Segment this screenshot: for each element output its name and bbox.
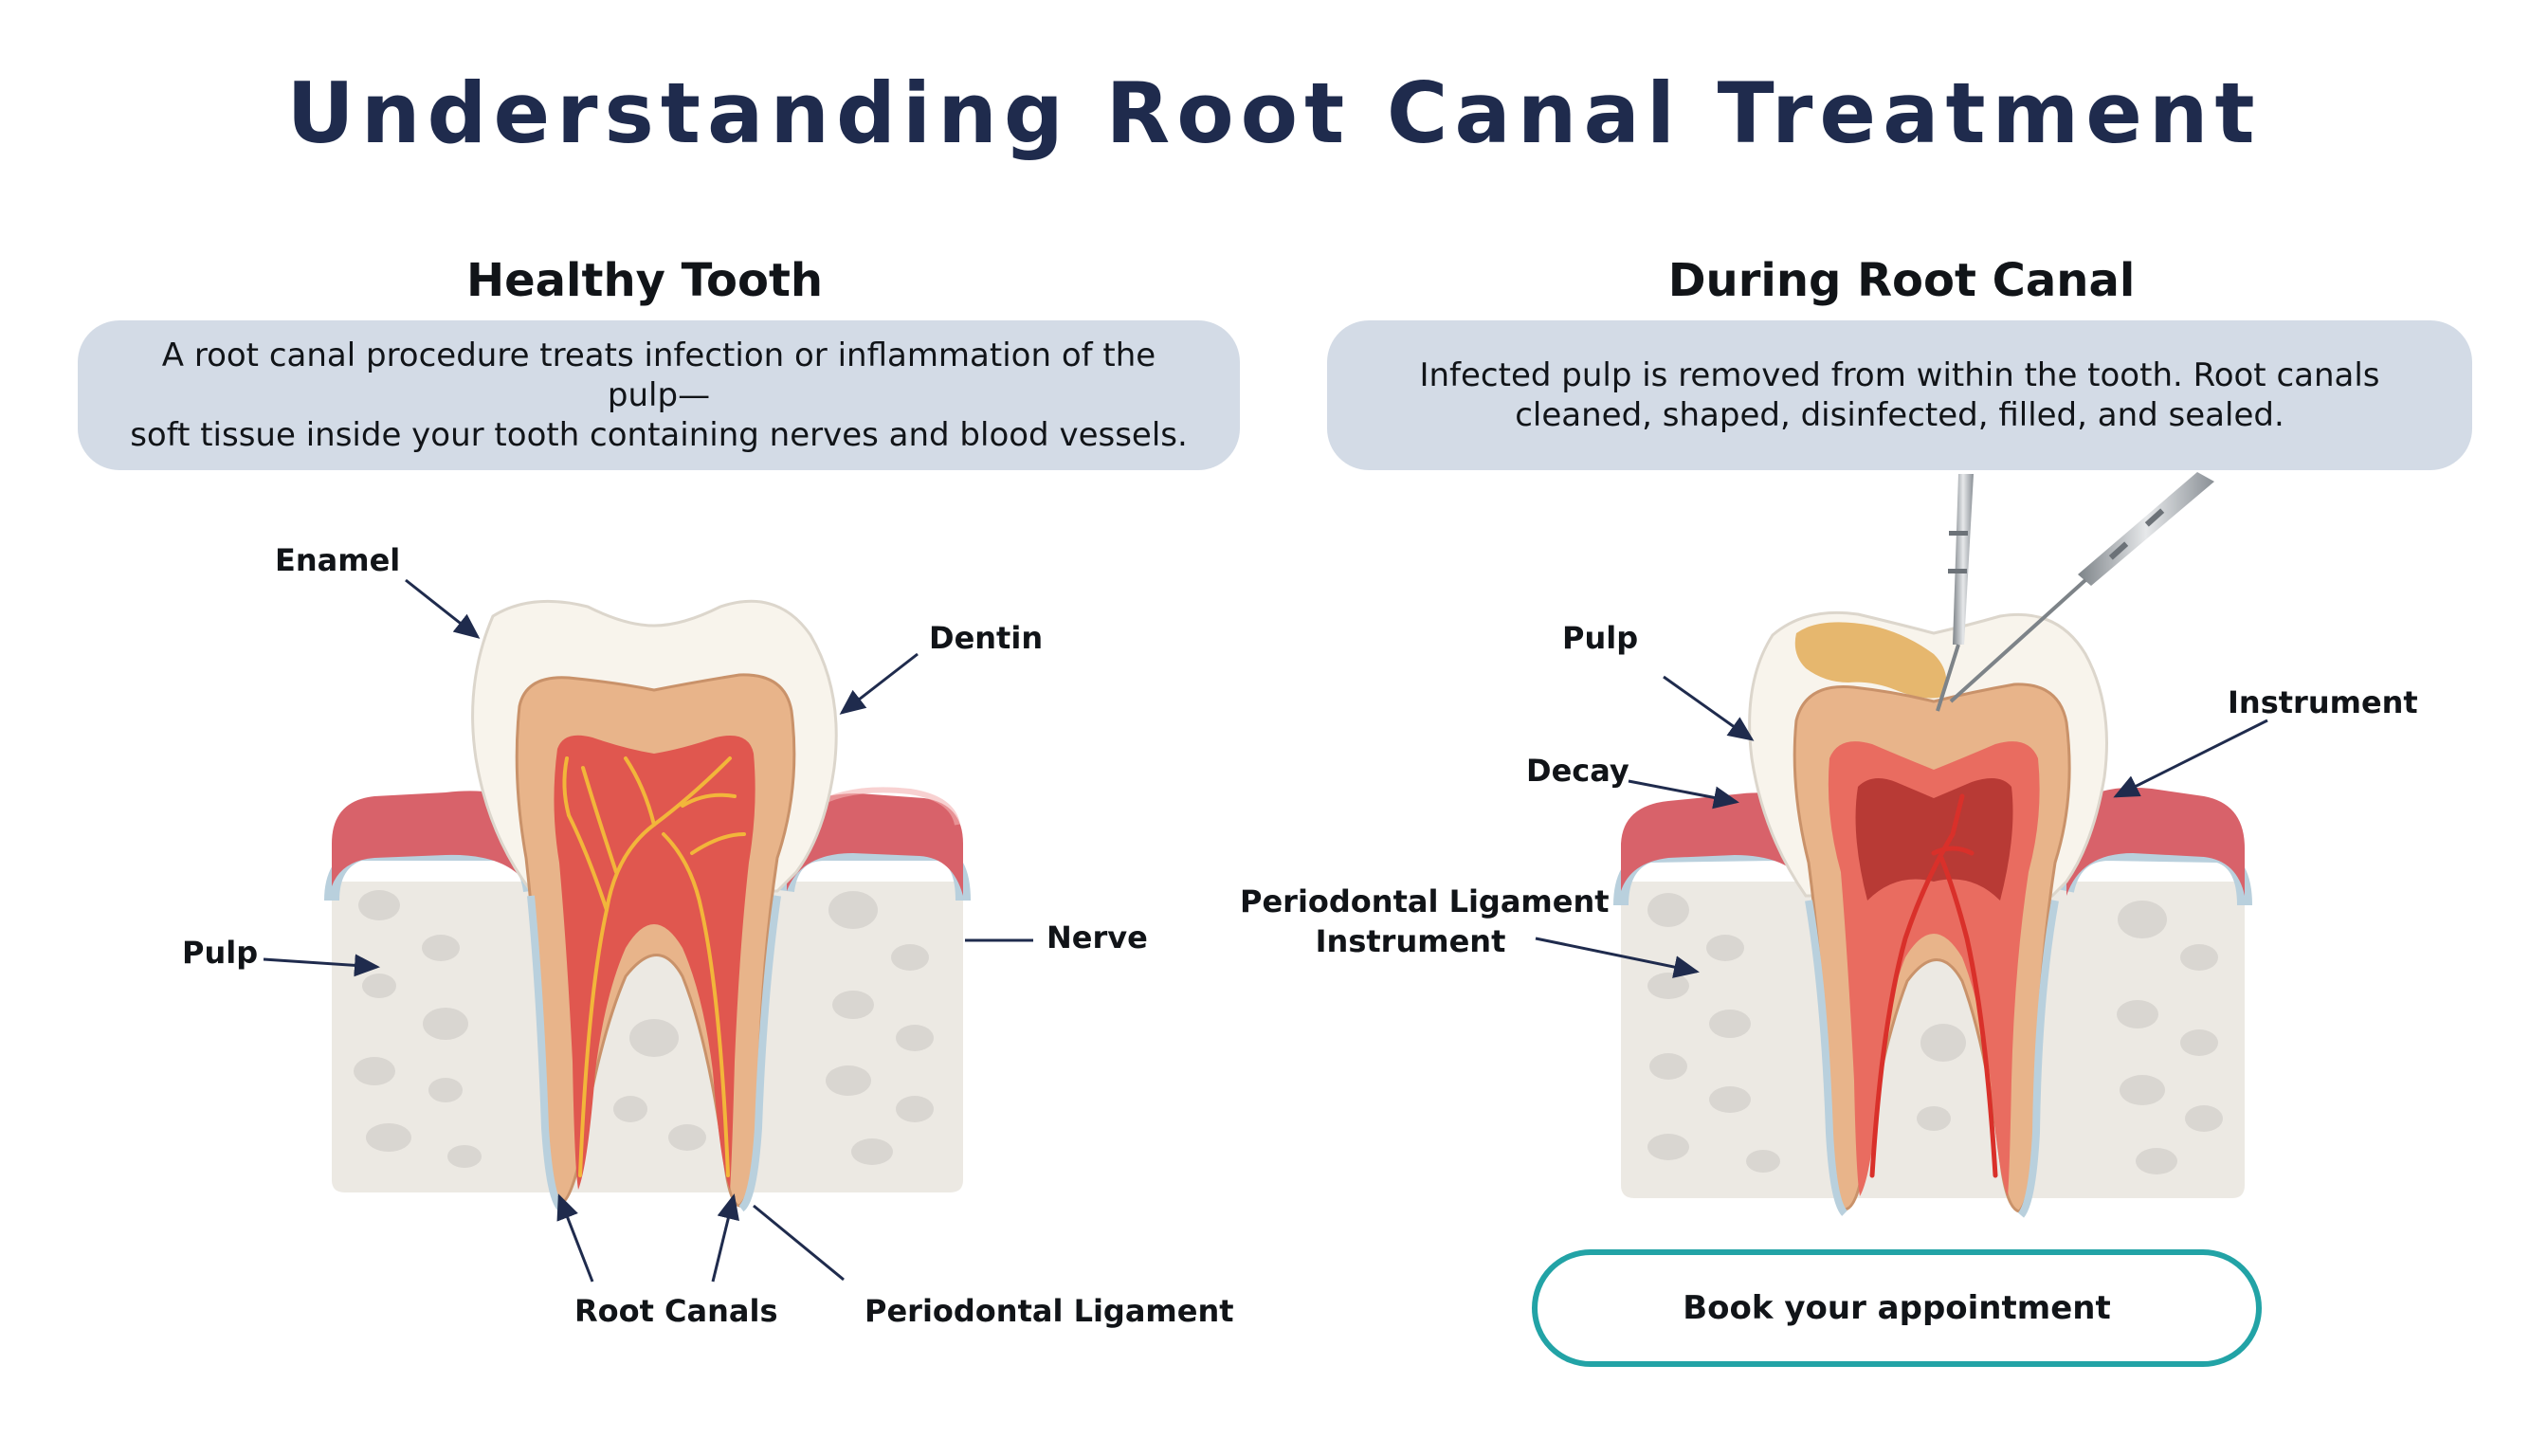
healthy-tooth-heading: Healthy Tooth (465, 254, 824, 307)
endodontic-instrument-vertical (1936, 474, 1974, 712)
healthy-description-line-1: A root canal procedure treats infection … (161, 337, 1156, 414)
dentin-arrow (839, 652, 919, 715)
enamel-arrow (405, 578, 481, 639)
healthy-bone-pores (354, 890, 934, 1168)
procedure-pulp-arrow (1663, 675, 1755, 741)
periodontal-ligament-line-healthy (753, 1204, 845, 1282)
periodontal-ligament-arrow-procedure (1535, 937, 1700, 978)
periodontal-ligament-label-line-1: Periodontal Ligament (1240, 883, 1610, 919)
during-root-canal-heading: During Root Canal (1667, 254, 2136, 307)
callout-arrows (263, 578, 2268, 1283)
instrument-label: Instrument (2228, 684, 2418, 720)
procedure-infected-nerve (1869, 793, 1998, 1178)
enamel-label: Enamel (275, 542, 401, 578)
procedure-description-box: Infected pulp is removed from within the… (1327, 320, 2472, 470)
root-canals-arrow-left (556, 1193, 594, 1283)
root-canals-label: Root Canals (574, 1293, 778, 1329)
procedure-gum (1621, 787, 2245, 896)
periodontal-ligament-label-procedure: Periodontal Ligament Instrument (1240, 882, 1610, 961)
root-canals-arrow-right (711, 1193, 739, 1283)
healthy-description-box: A root canal procedure treats infection … (78, 320, 1240, 470)
healthy-pulp-arrow (263, 954, 380, 977)
healthy-pulp-label: Pulp (182, 935, 259, 971)
decay-patch (1794, 622, 1947, 699)
periodontal-ligament-label-line-2: Instrument (1315, 923, 1506, 959)
nerve-label: Nerve (1046, 919, 1148, 956)
procedure-tooth-illustration (1613, 472, 2252, 1218)
procedure-description-line-1: Infected pulp is removed from within the… (1419, 356, 2380, 394)
healthy-description-line-2: soft tissue inside your tooth containing… (130, 416, 1188, 454)
procedure-bone-pores (1647, 893, 2223, 1174)
callout-lines (753, 938, 1033, 1282)
procedure-pulp-label: Pulp (1562, 620, 1639, 656)
endodontic-instrument-angled (1949, 472, 2214, 703)
periodontal-ligament-label-healthy: Periodontal Ligament (864, 1293, 1234, 1329)
decay-arrow (1628, 779, 1739, 810)
healthy-nerve-network (562, 756, 746, 1177)
healthy-pulp (554, 735, 755, 1190)
book-appointment-button[interactable]: Book your appointment (1532, 1249, 2262, 1367)
healthy-tooth-illustration (324, 599, 971, 1212)
decay-label: Decay (1526, 753, 1629, 789)
instrument-arrow (2113, 719, 2268, 798)
procedure-description-line-2: cleaned, shaped, disinfected, filled, an… (1515, 396, 2284, 434)
dentin-label: Dentin (929, 620, 1044, 656)
page-title: Understanding Root Canal Treatment (286, 64, 2262, 162)
